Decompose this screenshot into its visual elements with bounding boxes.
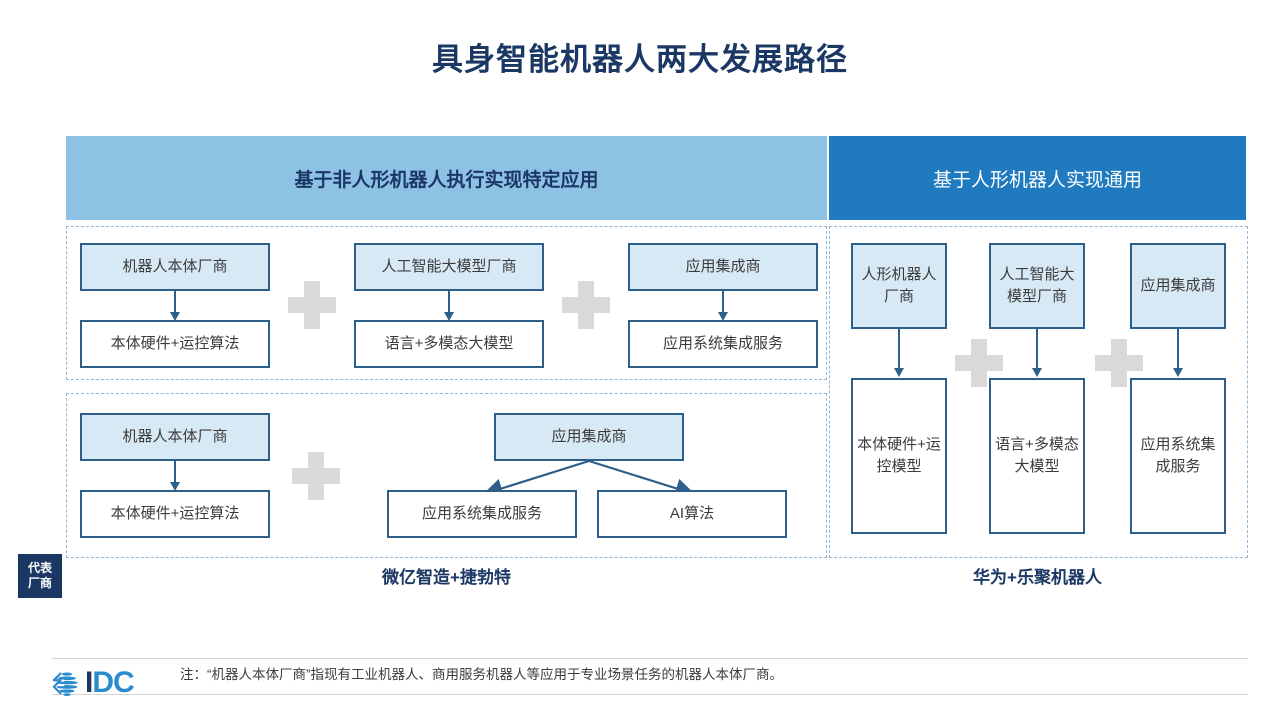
box-right-g1-bottom[interactable]: 本体硬件+运控模型 [851, 378, 947, 534]
box-left-r2-branch-child-2[interactable]: AI算法 [597, 490, 787, 538]
plus-icon-right-2 [1095, 339, 1143, 387]
box-right-g2-bottom[interactable]: 语言+多模态大模型 [989, 378, 1085, 534]
arrow-right-g1 [894, 329, 904, 377]
plus-icon-left-r1-1 [288, 281, 336, 329]
arrow-left-r2-g1 [170, 461, 180, 491]
idc-logo: IDC [52, 666, 135, 699]
idc-globe-icon [52, 672, 78, 697]
branch-arrows [482, 459, 696, 498]
box-right-g3-top[interactable]: 应用集成商 [1130, 243, 1226, 329]
box-left-r1-g2-bottom[interactable]: 语言+多模态大模型 [354, 320, 544, 368]
page-title: 具身智能机器人两大发展路径 [432, 42, 848, 77]
header-left-path: 基于非人形机器人执行实现特定应用 [66, 136, 827, 220]
footer-divider-top [52, 658, 1248, 659]
header-right-path: 基于人形机器人实现通用 [829, 136, 1246, 220]
box-left-r2-g1-bottom[interactable]: 本体硬件+运控算法 [80, 490, 270, 538]
box-left-r2-branch-parent[interactable]: 应用集成商 [494, 413, 684, 461]
arrow-left-r1-g1 [170, 291, 180, 321]
box-left-r1-g1-top[interactable]: 机器人本体厂商 [80, 243, 270, 291]
vendor-left-label: 微亿智造+捷勃特 [382, 568, 511, 587]
idc-letter-i: I [85, 666, 93, 699]
badge-line-1: 代表 [27, 561, 52, 575]
box-left-r1-g1-bottom[interactable]: 本体硬件+运控算法 [80, 320, 270, 368]
plus-icon-left-r2-1 [292, 452, 340, 500]
box-left-r2-branch-child-1[interactable]: 应用系统集成服务 [387, 490, 577, 538]
frame-right-panel [829, 226, 1248, 558]
box-right-g1-top[interactable]: 人形机器人厂商 [851, 243, 947, 329]
box-right-g3-bottom[interactable]: 应用系统集成服务 [1130, 378, 1226, 534]
arrow-right-g2 [1032, 329, 1042, 377]
frame-left-row2 [66, 393, 827, 558]
footer-divider-bottom [52, 694, 1248, 695]
footnote: 注：“机器人本体厂商”指现有工业机器人、商用服务机器人等应用于专业场景任务的机器… [180, 667, 783, 682]
plus-icon-left-r1-2 [562, 281, 610, 329]
box-left-r1-g3-top[interactable]: 应用集成商 [628, 243, 818, 291]
arrow-left-r1-g3 [718, 291, 728, 321]
arrow-left-r1-g2 [444, 291, 454, 321]
box-left-r1-g2-top[interactable]: 人工智能大模型厂商 [354, 243, 544, 291]
box-left-r1-g3-bottom[interactable]: 应用系统集成服务 [628, 320, 818, 368]
idc-letters-dc: DC [92, 666, 134, 699]
box-right-g2-top[interactable]: 人工智能大模型厂商 [989, 243, 1085, 329]
arrow-right-g3 [1173, 329, 1183, 377]
idc-wordmark: IDC [85, 666, 135, 699]
box-left-r2-g1-top[interactable]: 机器人本体厂商 [80, 413, 270, 461]
plus-icon-right-1 [955, 339, 1003, 387]
representative-vendor-badge: 代表 厂商 [18, 554, 62, 598]
badge-line-2: 厂商 [27, 576, 52, 590]
vendor-right-label: 华为+乐聚机器人 [973, 568, 1102, 587]
frame-left-row1 [66, 226, 827, 380]
